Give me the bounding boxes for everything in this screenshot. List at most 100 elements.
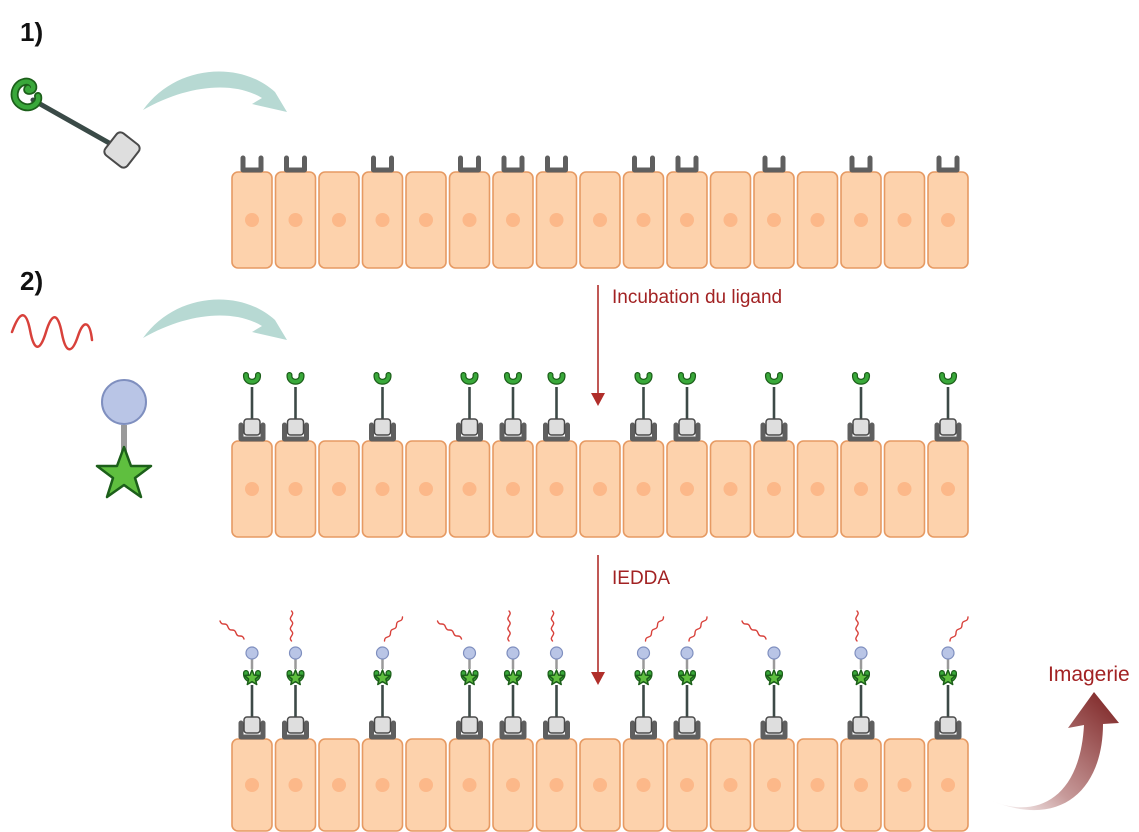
cell: [450, 172, 490, 268]
ligand-anchor-icon: [679, 419, 695, 435]
nucleus: [463, 213, 477, 227]
cell: [232, 739, 272, 831]
cell: [493, 441, 533, 537]
cell: [580, 441, 620, 537]
tetrazine-receptor-icon: [852, 158, 870, 170]
cell: [798, 172, 838, 268]
probe-ball-icon: [551, 647, 563, 659]
cell: [624, 172, 664, 268]
ligand-anchor-icon: [766, 717, 782, 733]
cell: [276, 441, 316, 537]
nucleus: [463, 482, 477, 496]
nucleus: [767, 482, 781, 496]
cell: [450, 441, 490, 537]
cell-row-3: [220, 611, 968, 831]
radiation-wave-icon: [290, 611, 292, 641]
radiation-wave-icon: [742, 621, 766, 639]
probe-ball-icon: [464, 647, 476, 659]
probe-ball-icon: [681, 647, 693, 659]
probe-ball-icon: [942, 647, 954, 659]
nucleus: [680, 213, 694, 227]
nucleus: [593, 482, 607, 496]
incubation-arrow: [591, 285, 605, 406]
cell: [537, 441, 577, 537]
ligand-anchor-icon: [549, 717, 565, 733]
ligand-anchor-icon: [549, 419, 565, 435]
tetrazine-receptor-icon: [461, 158, 479, 170]
ligand-anchor-icon: [766, 419, 782, 435]
cell: [624, 739, 664, 831]
nucleus: [811, 482, 825, 496]
tetrazine-receptor-icon: [765, 158, 783, 170]
step-2-label: 2): [20, 266, 43, 296]
nucleus: [245, 778, 259, 792]
nucleus: [724, 778, 738, 792]
imaging-label: Imagerie: [1048, 663, 1130, 686]
probe-ball-icon: [638, 647, 650, 659]
ligand-anchor-icon: [505, 717, 521, 733]
cell: [537, 739, 577, 831]
nucleus: [898, 213, 912, 227]
nucleus: [289, 482, 303, 496]
cell: [580, 739, 620, 831]
tetrazine-receptor-icon: [243, 158, 261, 170]
cell: [928, 172, 968, 268]
radiation-wave-icon: [646, 617, 664, 641]
probe-ball-icon: [377, 647, 389, 659]
probe-legend-icon: [12, 315, 151, 497]
cell: [667, 739, 707, 831]
ligand-anchor-icon: [679, 717, 695, 733]
ligand-anchor-icon: [940, 717, 956, 733]
nucleus: [854, 778, 868, 792]
cell: [276, 739, 316, 831]
nucleus: [898, 778, 912, 792]
nucleus: [245, 482, 259, 496]
nucleus: [724, 482, 738, 496]
nucleus: [637, 213, 651, 227]
cell: [580, 172, 620, 268]
ligand-anchor-icon: [853, 419, 869, 435]
nucleus: [463, 778, 477, 792]
curved-arrow-step1: [143, 71, 287, 112]
ligand-anchor-icon: [462, 717, 478, 733]
tetrazine-receptor-icon: [504, 158, 522, 170]
cell: [754, 739, 794, 831]
cell: [406, 441, 446, 537]
tetrazine-receptor-icon: [374, 158, 392, 170]
cell: [667, 441, 707, 537]
cell: [885, 739, 925, 831]
nucleus: [637, 482, 651, 496]
ligand-anchor-icon: [853, 717, 869, 733]
ligand-anchor-icon: [288, 717, 304, 733]
radiation-wave-icon: [220, 621, 244, 639]
radiation-wave-icon: [12, 315, 92, 349]
cell: [624, 441, 664, 537]
radiation-wave-icon: [950, 617, 968, 641]
cell: [363, 739, 403, 831]
nucleus: [332, 213, 346, 227]
ligand-anchor-icon: [244, 419, 260, 435]
nucleus: [593, 213, 607, 227]
nucleus: [419, 482, 433, 496]
nucleus: [680, 778, 694, 792]
cell: [754, 172, 794, 268]
cell: [319, 739, 359, 831]
nucleus: [506, 482, 520, 496]
radiation-wave-icon: [551, 611, 553, 641]
nucleus: [376, 482, 390, 496]
nucleus: [550, 778, 564, 792]
cell: [711, 739, 751, 831]
probe-ball-icon: [246, 647, 258, 659]
nucleus: [289, 778, 303, 792]
radiation-wave-icon: [689, 617, 707, 641]
imaging-arrow: [990, 692, 1119, 810]
cell-row-1: [232, 158, 968, 268]
nucleus: [854, 482, 868, 496]
nucleus: [245, 213, 259, 227]
ligand-anchor-icon: [505, 419, 521, 435]
nucleus: [811, 778, 825, 792]
cell: [841, 172, 881, 268]
nucleus: [419, 213, 433, 227]
ligand-anchor-icon: [375, 717, 391, 733]
tetrazine-receptor-icon: [548, 158, 566, 170]
